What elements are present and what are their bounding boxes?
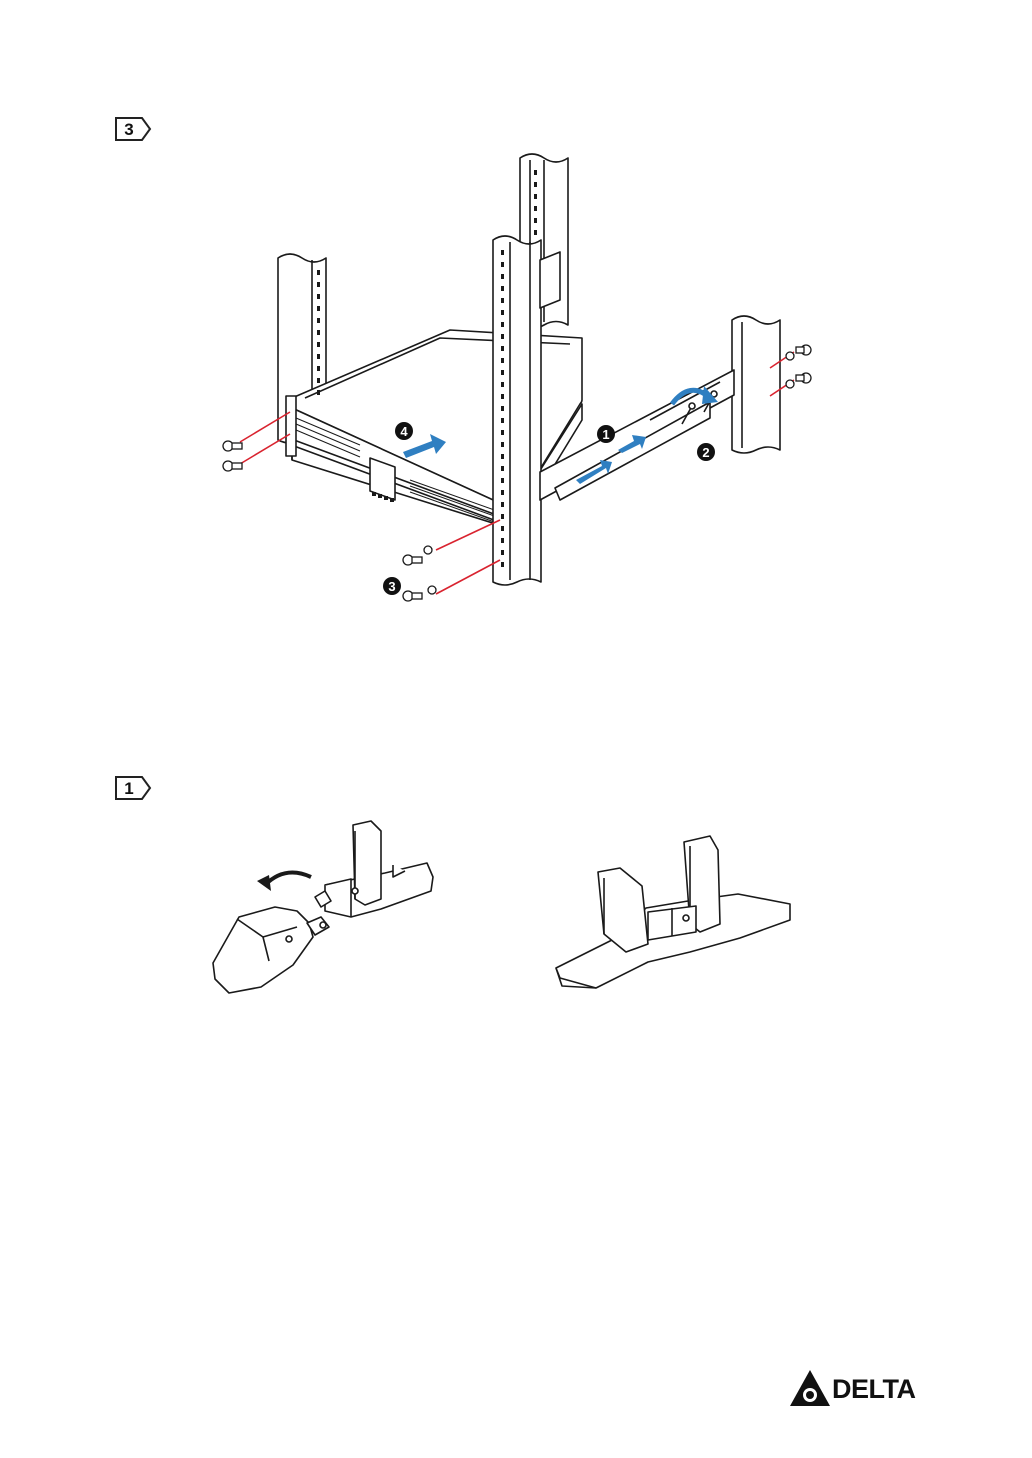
step-number-1: 1 xyxy=(124,779,133,798)
step-tag-3: 3 xyxy=(114,116,154,142)
callout-1: 1 xyxy=(597,425,615,443)
delta-logo: DELTA xyxy=(788,1368,922,1412)
stand-assembly-combined xyxy=(550,828,802,994)
callout-2-label: 2 xyxy=(702,445,709,460)
callout-1-label: 1 xyxy=(602,427,609,442)
callout-3-label: 3 xyxy=(388,579,395,594)
rack-mount-illustration: 1 2 3 4 xyxy=(210,150,830,605)
brand-name: DELTA xyxy=(832,1374,915,1404)
delta-triangle-icon xyxy=(788,1368,832,1408)
stand-assembly-separated xyxy=(205,815,445,1005)
callout-4-label: 4 xyxy=(400,424,408,439)
step-tag-1: 1 xyxy=(114,775,154,801)
step-number-3: 3 xyxy=(124,120,133,139)
callout-4: 4 xyxy=(395,422,413,440)
callout-3: 3 xyxy=(383,577,401,595)
callout-2: 2 xyxy=(697,443,715,461)
